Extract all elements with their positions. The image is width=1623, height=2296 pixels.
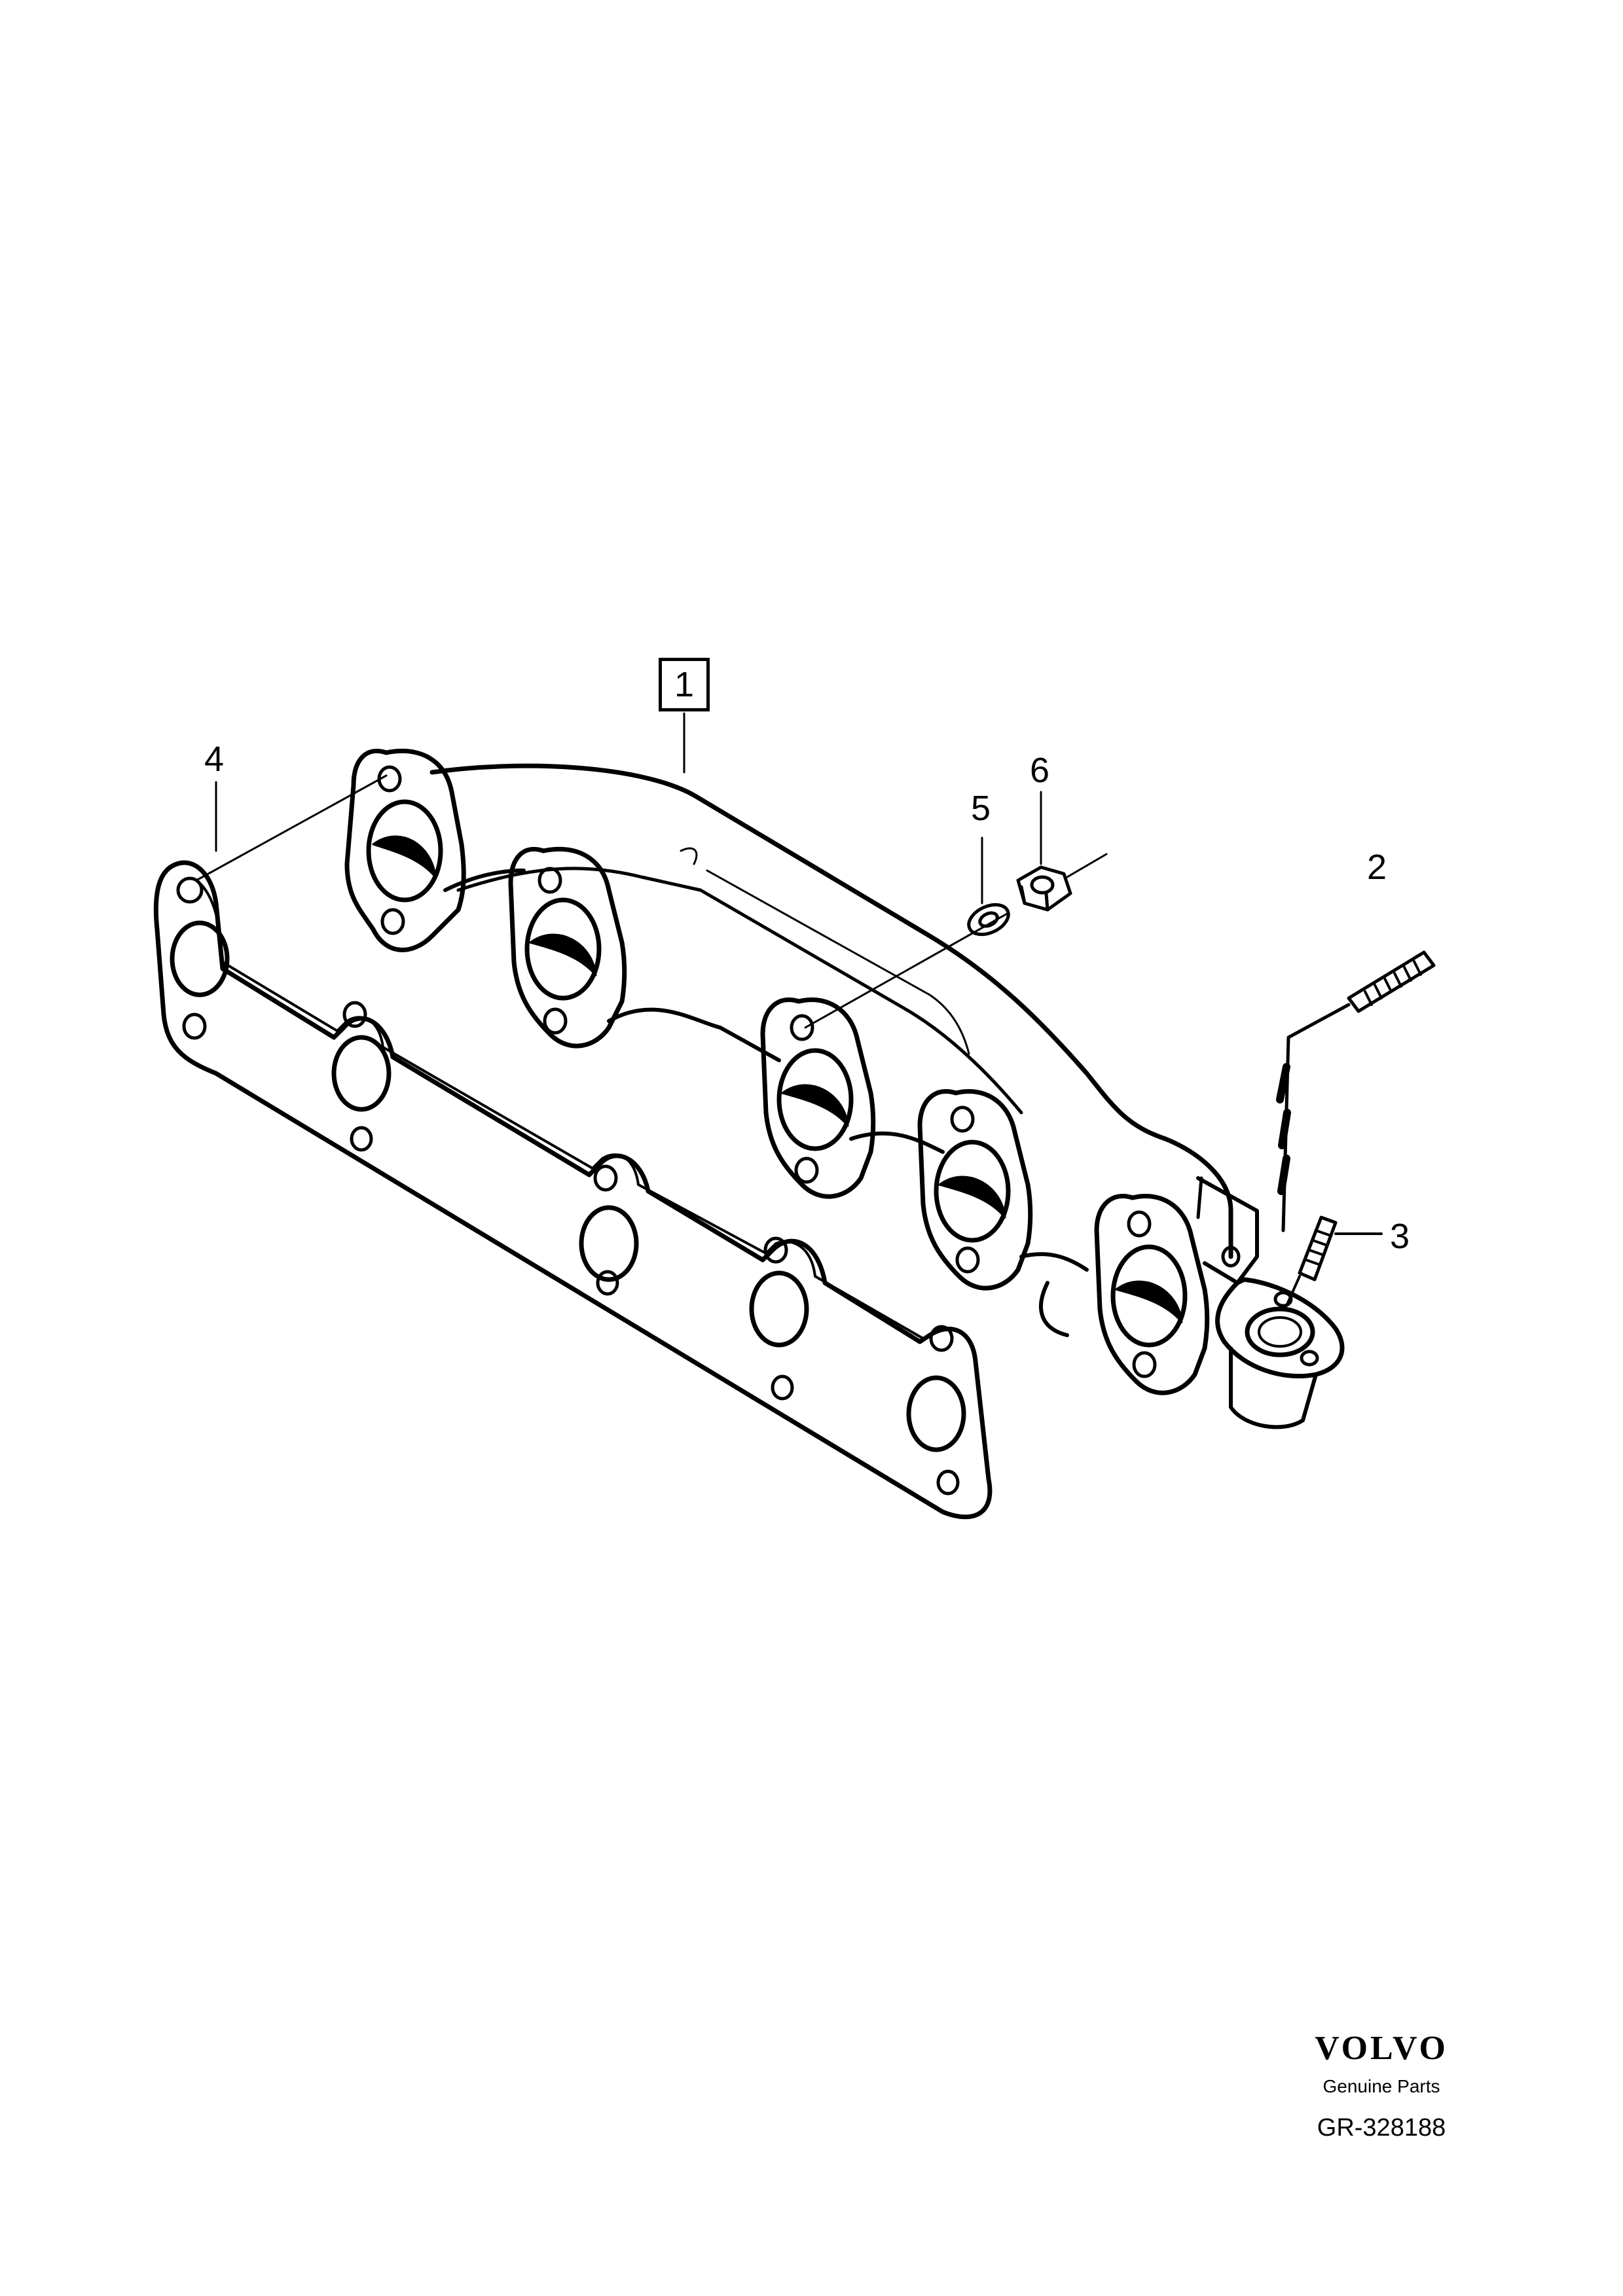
manifold-gasket	[153, 860, 993, 1520]
brand-logo: VOLVO	[1315, 2030, 1448, 2067]
callout-part-5: 5	[971, 789, 991, 828]
drawing-reference: GR-328188	[1317, 2114, 1446, 2142]
stud-short	[1285, 1215, 1383, 1307]
brand-subtitle: Genuine Parts	[1322, 2076, 1440, 2096]
callout-label: 1	[674, 665, 695, 704]
callout-part-1: 1	[659, 658, 710, 711]
callout-part-2: 2	[1367, 848, 1387, 887]
callout-part-6: 6	[1030, 751, 1050, 790]
callout-part-4: 4	[204, 740, 225, 779]
callout-part-3: 3	[1390, 1217, 1410, 1256]
washer	[967, 903, 1010, 937]
leader-lines	[195, 712, 1108, 1029]
exhaust-manifold	[344, 749, 1345, 1429]
stud-long	[1276, 950, 1436, 1232]
nut	[1016, 865, 1072, 912]
